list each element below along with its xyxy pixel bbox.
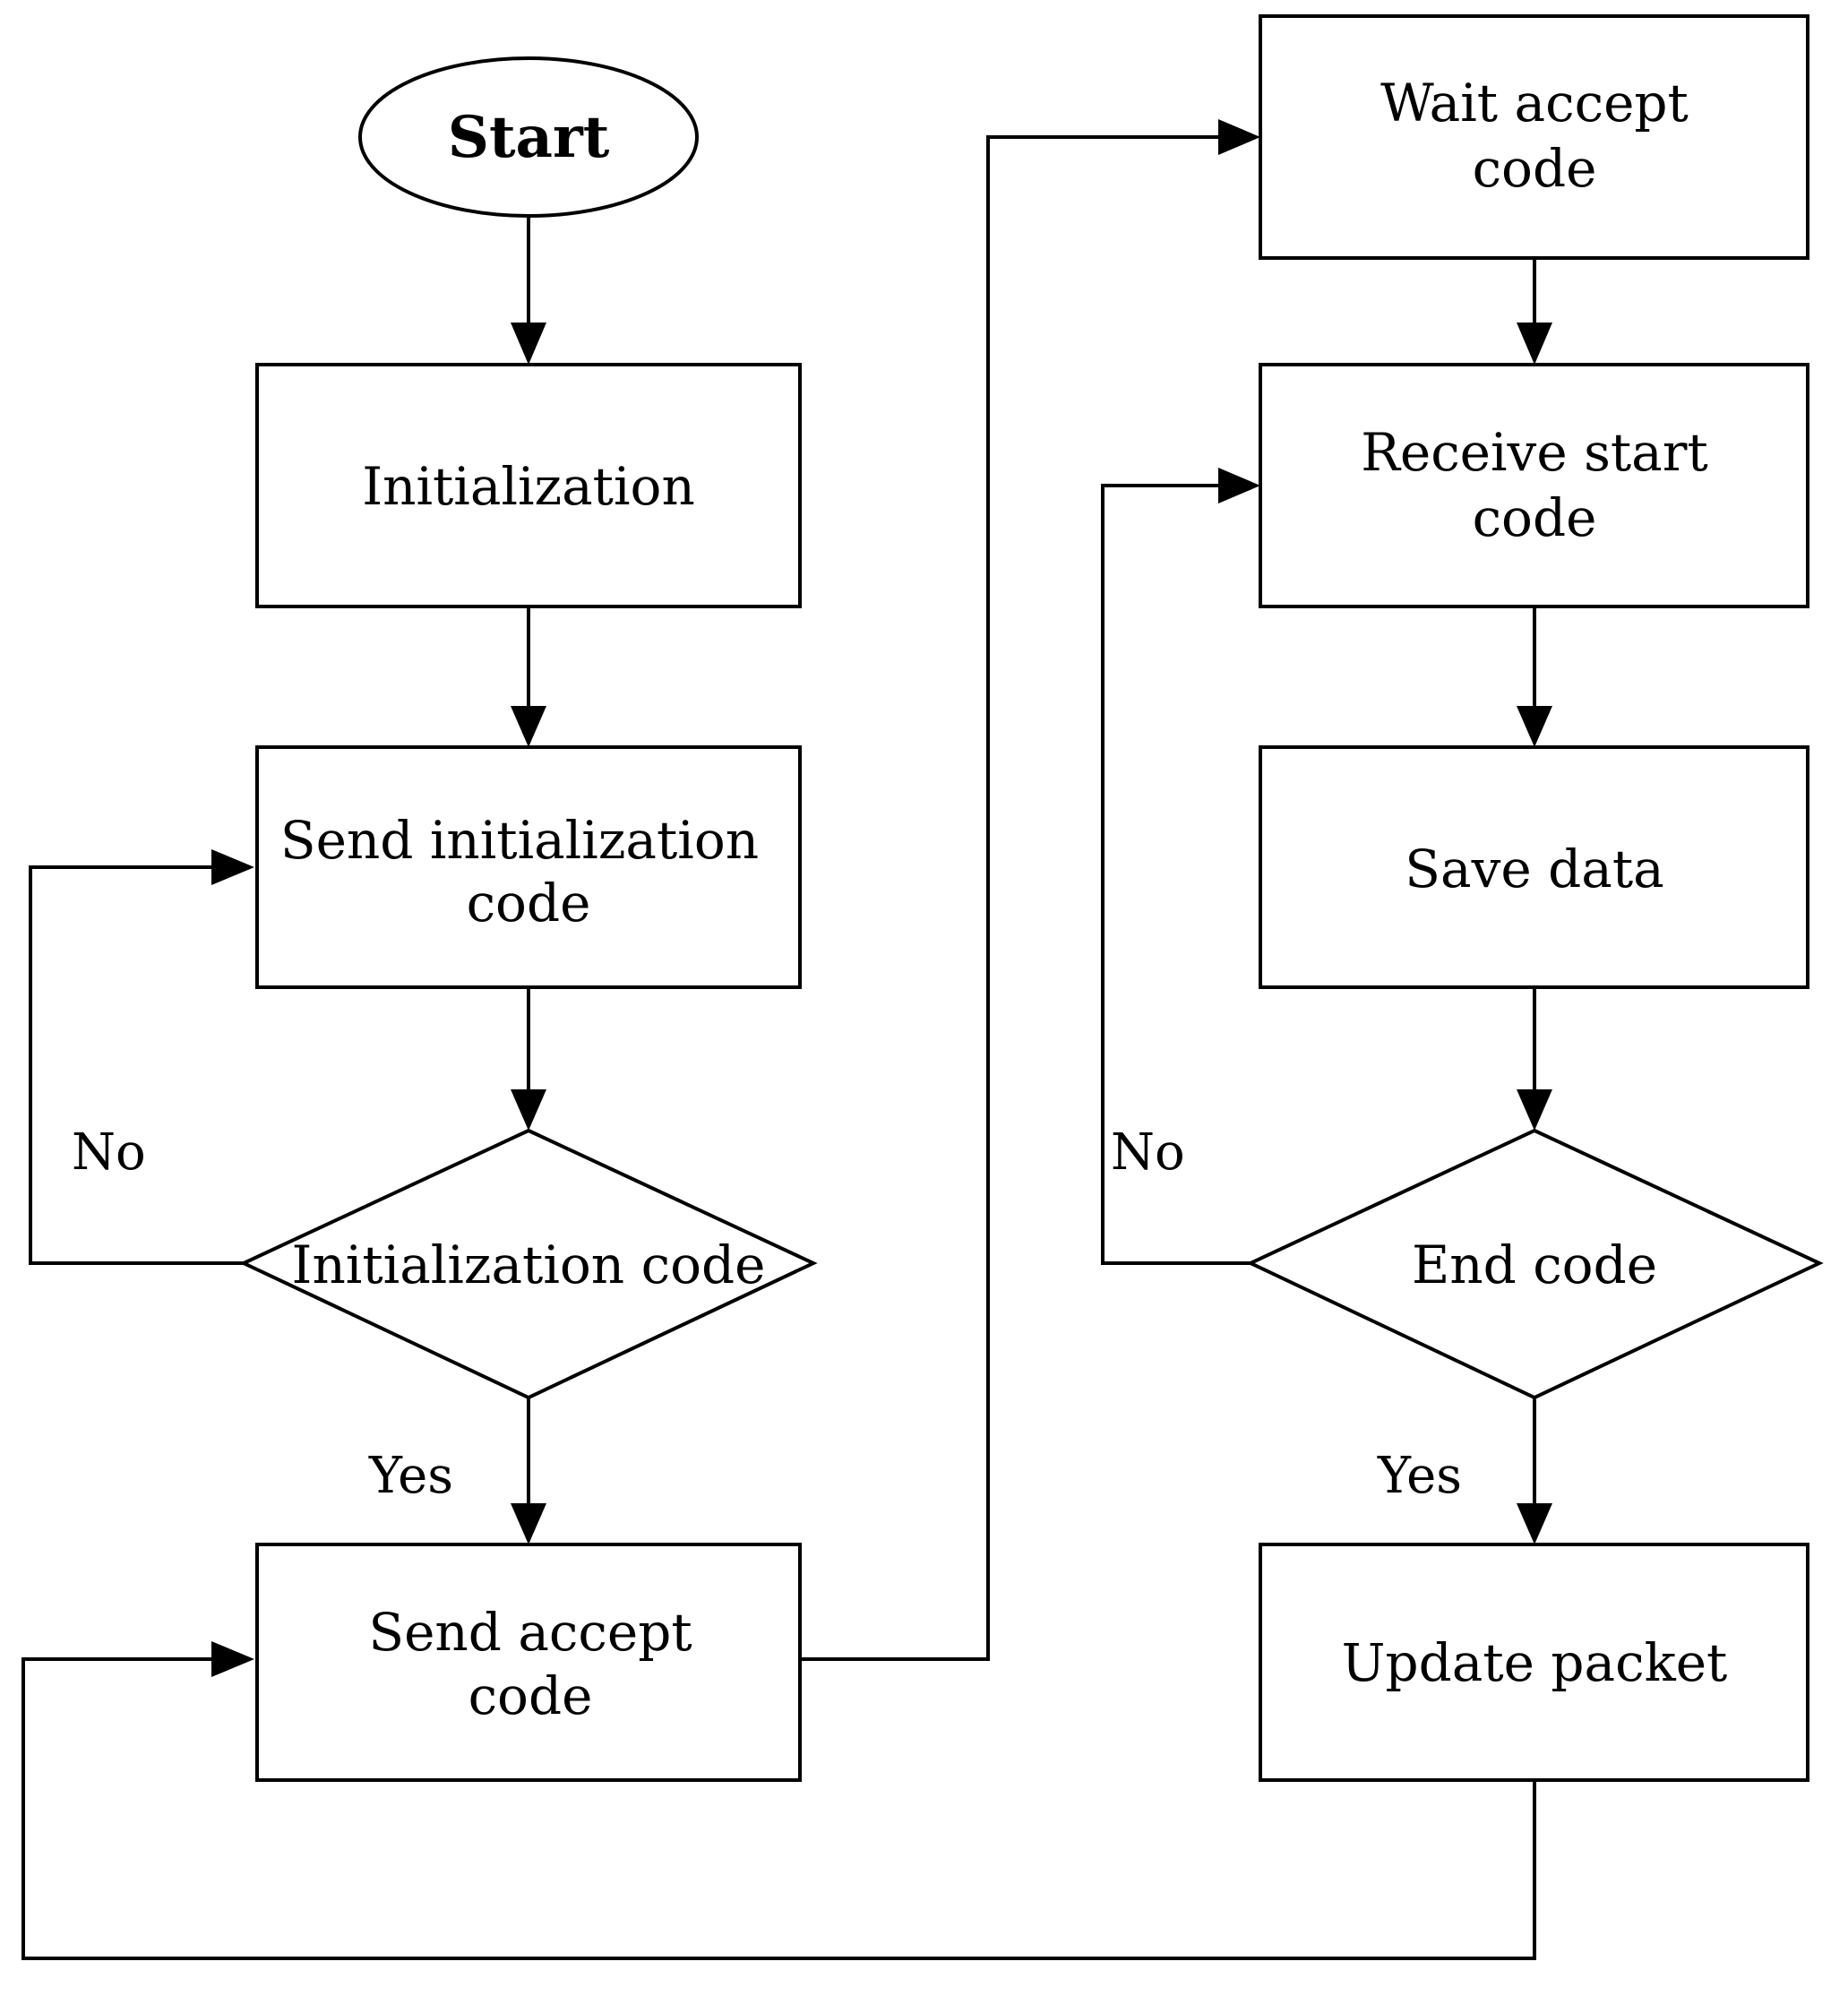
edge-init-no-loop [29,865,244,1265]
send-init-code-label-line2: code [467,873,591,933]
initialization-box: Initialization [255,363,802,608]
arrowhead-icon [1517,1503,1552,1544]
arrowhead-icon [511,1503,546,1544]
send-accept-code-label-line1: Send accept [368,1602,692,1663]
start-label: Start [448,104,610,171]
end-code-decision: End code [1246,1128,1824,1400]
send-init-code-label-line1: Send initialization [280,810,759,871]
send-accept-code-label-line2: code [468,1665,593,1726]
arrowhead-icon [211,849,254,885]
end-code-decision-label: End code [1412,1234,1657,1295]
update-packet-label: Update packet [1342,1632,1728,1693]
arrowhead-icon [1517,323,1552,365]
save-data-label: Save data [1405,839,1663,899]
connectors [21,119,1552,1960]
end-no-label: No [1111,1123,1185,1182]
save-data-box: Save data [1259,745,1809,989]
init-code-decision: Initialization code [239,1128,818,1400]
update-packet-box: Update packet [1259,1543,1809,1782]
arrowhead-icon [511,323,546,365]
arrowhead-icon [511,1089,546,1131]
end-yes-label: Yes [1377,1447,1462,1505]
wait-accept-code-label-line1: Wait accept [1380,73,1689,133]
edge-update-packet-loop [21,1657,1536,1960]
wait-accept-code-box: Wait accept code [1259,14,1809,260]
init-code-decision-label: Initialization code [292,1234,766,1295]
init-yes-label: Yes [368,1447,453,1505]
arrowhead-icon [511,706,546,747]
arrowhead-icon [1218,119,1260,155]
receive-start-code-label-line2: code [1473,487,1597,548]
arrowhead-icon [1218,468,1260,503]
send-init-code-box: Send initialization code [255,745,802,989]
start-node: Start [358,56,699,218]
arrowhead-icon [1517,706,1552,747]
receive-start-code-label-line1: Receive start [1361,422,1708,483]
send-accept-code-box: Send accept code [255,1543,802,1782]
wait-accept-code-label-line2: code [1473,138,1597,199]
arrowhead-icon [211,1641,254,1677]
edge-send-accept-to-wait-accept [800,135,1229,1661]
arrowhead-icon [1517,1089,1552,1131]
receive-start-code-box: Receive start code [1259,363,1809,608]
initialization-label: Initialization [362,456,695,517]
edge-end-no-loop [1101,484,1251,1265]
init-no-label: No [72,1123,146,1182]
